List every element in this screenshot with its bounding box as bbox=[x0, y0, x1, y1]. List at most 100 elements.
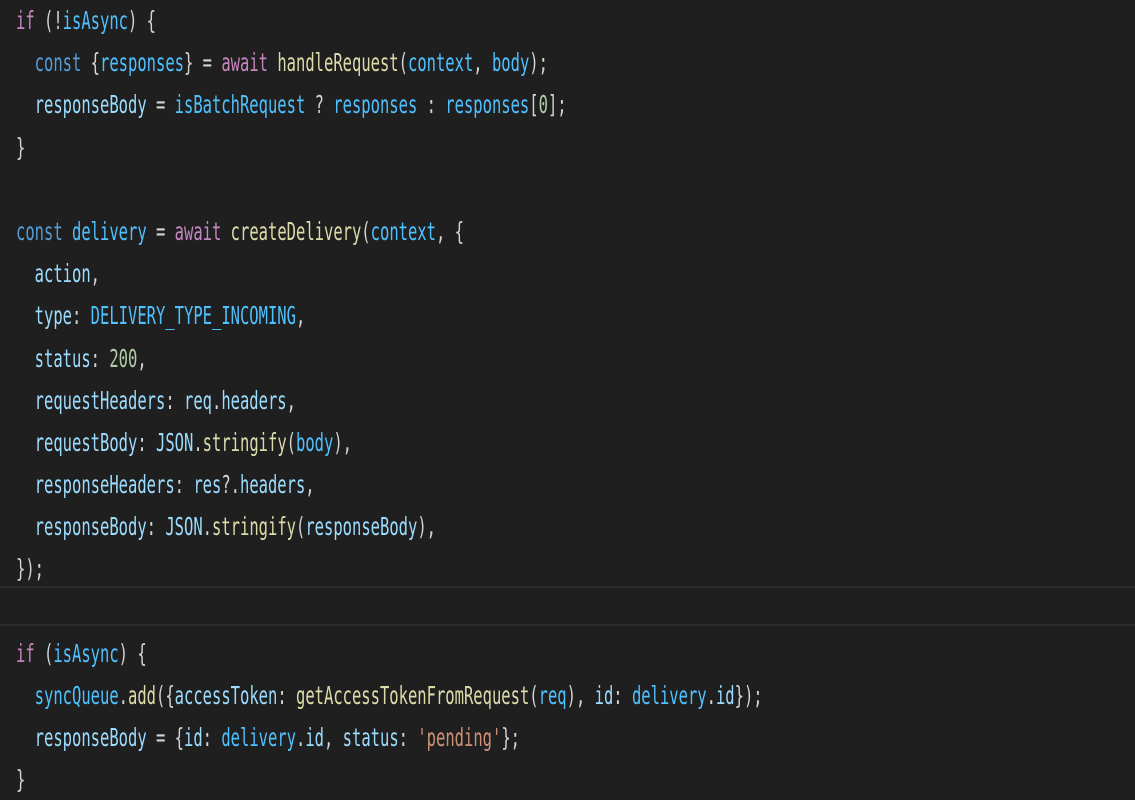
code-token: responseBody bbox=[305, 512, 418, 542]
code-token bbox=[16, 48, 35, 77]
code-area[interactable]: if (!isAsync) { const {responses} = awai… bbox=[16, 0, 1135, 800]
code-token: . bbox=[211, 385, 222, 415]
code-token: ? bbox=[305, 90, 334, 120]
code-line[interactable] bbox=[16, 169, 1132, 211]
code-line[interactable]: requestHeaders: req.headers, bbox=[16, 380, 1132, 422]
code-token bbox=[63, 217, 72, 246]
code-line[interactable]: const {responses} = await handleRequest(… bbox=[16, 42, 1132, 84]
code-token bbox=[221, 217, 230, 246]
code-token: syncQueue bbox=[34, 681, 119, 710]
code-token: ( bbox=[361, 216, 371, 246]
code-token: requestBody bbox=[34, 427, 138, 457]
code-line[interactable]: responseBody = isBatchRequest ? response… bbox=[16, 84, 1132, 126]
code-token: JSON bbox=[165, 512, 203, 542]
code-token: action bbox=[34, 259, 91, 289]
code-token: . bbox=[202, 512, 212, 542]
code-token: const bbox=[16, 216, 63, 246]
code-token: responseBody bbox=[34, 723, 147, 753]
code-token: if bbox=[16, 6, 35, 35]
code-line[interactable]: responseBody = {id: delivery.id, status:… bbox=[16, 717, 1132, 759]
code-line[interactable]: status: 200, bbox=[16, 338, 1132, 380]
code-token: : bbox=[613, 681, 632, 710]
code-token: responseBody bbox=[34, 512, 147, 542]
code-token: id bbox=[594, 681, 614, 710]
code-line[interactable]: requestBody: JSON.stringify(body), bbox=[16, 422, 1132, 464]
code-line[interactable]: responseBody: JSON.stringify(responseBod… bbox=[16, 506, 1132, 548]
code-token bbox=[16, 723, 35, 752]
code-token: DELIVERY_TYPE_INCOMING bbox=[90, 301, 296, 331]
code-token: (! bbox=[34, 6, 63, 35]
code-token: id bbox=[183, 723, 203, 753]
code-token: JSON bbox=[155, 427, 194, 457]
code-token: add bbox=[127, 681, 156, 710]
code-token: req bbox=[183, 385, 212, 415]
code-token: , bbox=[137, 343, 147, 373]
code-token: responseHeaders bbox=[34, 470, 175, 500]
code-token: } bbox=[16, 765, 26, 795]
code-token bbox=[16, 428, 35, 457]
code-token: headers bbox=[221, 385, 287, 415]
code-token: ) { bbox=[127, 6, 156, 35]
code-token: : bbox=[90, 343, 110, 373]
code-token: responses bbox=[333, 90, 418, 120]
code-token: responses bbox=[100, 48, 184, 78]
code-token: }); bbox=[734, 681, 763, 710]
code-token: . bbox=[706, 681, 716, 710]
code-token bbox=[16, 386, 35, 415]
code-token: headers bbox=[239, 470, 306, 500]
code-token: createDelivery bbox=[230, 216, 362, 246]
code-token: isBatchRequest bbox=[174, 90, 306, 120]
code-token: stringify bbox=[211, 512, 296, 542]
code-token: 'pending' bbox=[417, 723, 502, 753]
code-token: ( bbox=[286, 427, 296, 457]
code-token bbox=[268, 48, 277, 77]
code-token: [ bbox=[529, 90, 539, 120]
code-token: stringify bbox=[202, 427, 287, 457]
code-token: await bbox=[174, 216, 222, 246]
code-token: : bbox=[165, 385, 184, 415]
code-token: delivery bbox=[631, 681, 707, 710]
code-line[interactable]: responseHeaders: res?.headers, bbox=[16, 464, 1132, 506]
code-line[interactable] bbox=[16, 591, 1132, 633]
code-token: 0 bbox=[538, 90, 548, 120]
code-token: context bbox=[407, 48, 474, 78]
code-line[interactable]: syncQueue.add({accessToken: getAccessTok… bbox=[16, 675, 1132, 717]
code-line[interactable]: if (!isAsync) { bbox=[16, 0, 1132, 42]
code-line[interactable]: const delivery = await createDelivery(co… bbox=[16, 211, 1132, 253]
code-token: isAsync bbox=[53, 638, 119, 668]
code-token: ]; bbox=[547, 90, 567, 120]
code-token: } = bbox=[183, 48, 222, 78]
code-token: : bbox=[146, 512, 166, 542]
code-token: , bbox=[323, 723, 343, 753]
code-token: isAsync bbox=[62, 6, 128, 35]
code-token: ?. bbox=[221, 470, 240, 500]
code-token: ( bbox=[34, 638, 54, 668]
code-token: ({ bbox=[155, 681, 175, 710]
code-line[interactable]: } bbox=[16, 759, 1132, 800]
code-line[interactable]: }); bbox=[16, 548, 1132, 590]
code-token: ( bbox=[295, 512, 306, 542]
code-token: delivery bbox=[72, 216, 147, 246]
code-token bbox=[16, 512, 35, 541]
code-token: , bbox=[90, 259, 101, 289]
code-token: . bbox=[118, 681, 128, 710]
code-token: const bbox=[34, 48, 82, 78]
code-token bbox=[16, 301, 35, 330]
code-token: body bbox=[491, 48, 530, 78]
code-token: id bbox=[305, 723, 324, 753]
code-token: ), bbox=[566, 681, 595, 710]
code-token: : bbox=[174, 470, 194, 500]
code-token: accessToken bbox=[174, 681, 278, 710]
code-token: status bbox=[342, 723, 399, 753]
code-line[interactable]: type: DELIVERY_TYPE_INCOMING, bbox=[16, 295, 1132, 337]
code-token: responses bbox=[445, 90, 530, 120]
code-token: body bbox=[295, 427, 334, 457]
code-line[interactable]: if (isAsync) { bbox=[16, 633, 1132, 675]
code-token: : bbox=[137, 427, 156, 457]
code-line[interactable]: } bbox=[16, 127, 1132, 169]
code-line[interactable]: action, bbox=[16, 253, 1132, 295]
code-token: status bbox=[34, 343, 91, 373]
code-token: responseBody bbox=[34, 90, 147, 120]
code-token: , bbox=[295, 301, 306, 331]
